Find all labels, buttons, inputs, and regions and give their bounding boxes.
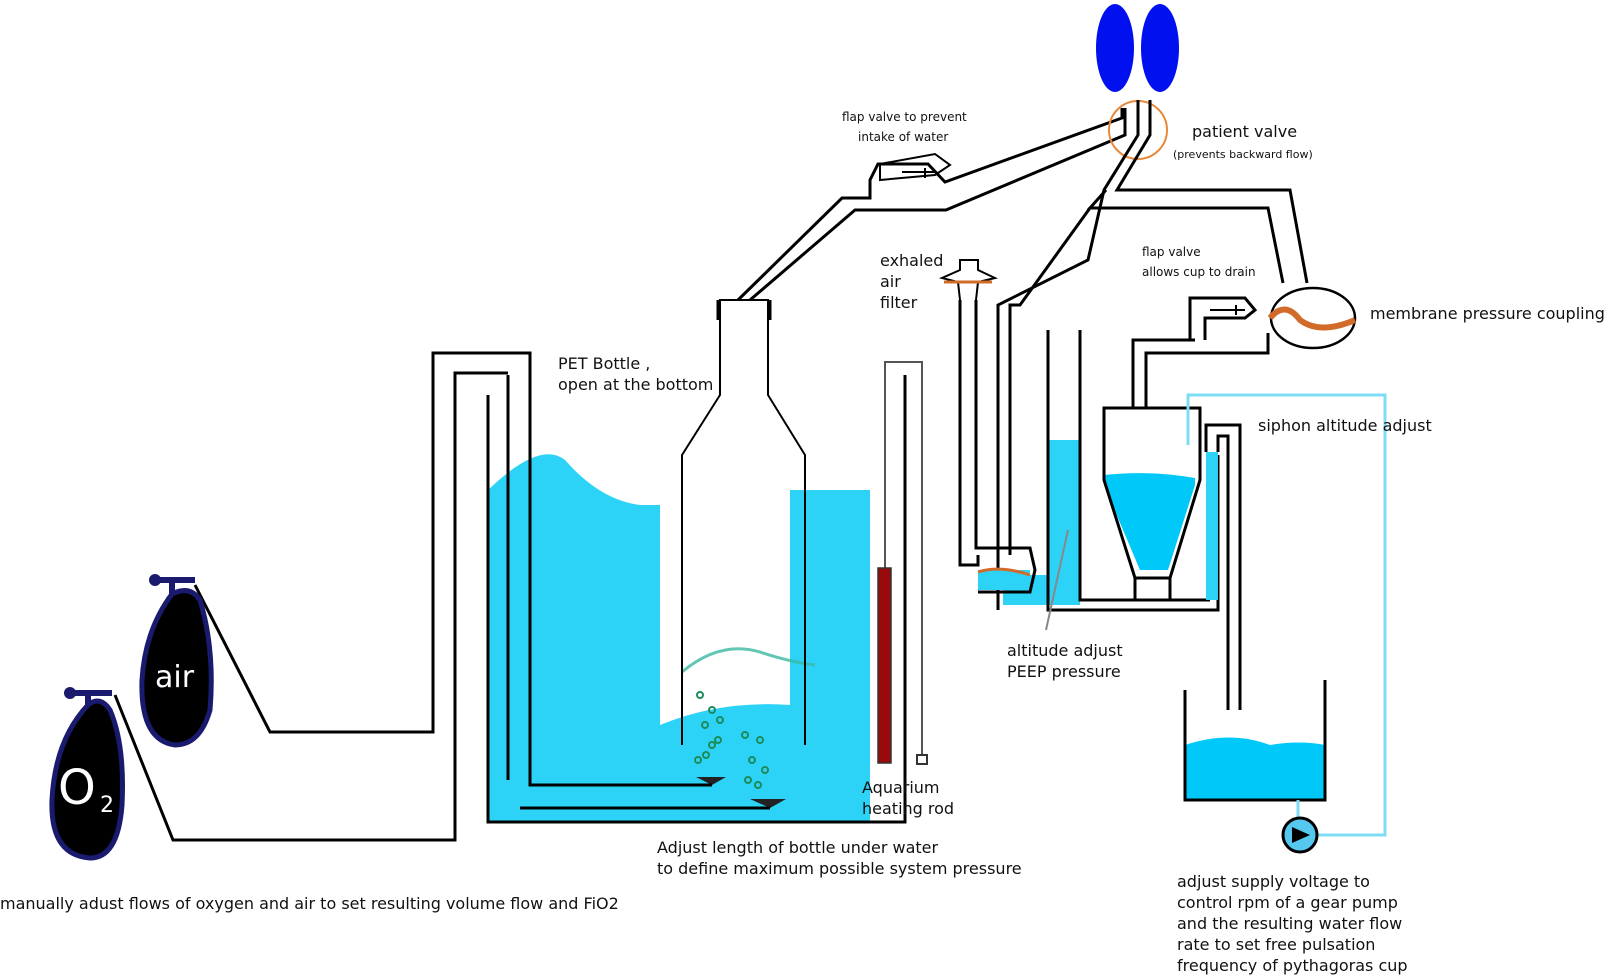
flap-top-label-2: intake of water bbox=[858, 130, 948, 144]
flap-valve-top-flap bbox=[902, 168, 935, 178]
exhaled-air-filter bbox=[938, 259, 1000, 567]
pet-bottle-label-1: PET Bottle , bbox=[558, 354, 650, 373]
o2-cylinder-symbol: O bbox=[58, 760, 96, 816]
peep-bowl bbox=[978, 546, 1037, 594]
bottle-outline bbox=[681, 299, 806, 745]
air-supply-line bbox=[193, 351, 712, 787]
expiratory-tube-outer bbox=[1086, 189, 1285, 284]
patient-valve bbox=[996, 100, 1309, 610]
cup-feed-pipe bbox=[1131, 333, 1270, 408]
siphon-water bbox=[1206, 452, 1218, 600]
air-cylinder-body bbox=[139, 588, 214, 748]
pump-label-3: and the resulting water flow bbox=[1177, 914, 1402, 933]
patient-valve-sublabel: (prevents backward flow) bbox=[1173, 148, 1313, 161]
heater-body bbox=[877, 567, 892, 764]
bottle-length-label-1: Adjust length of bottle under water bbox=[657, 838, 939, 857]
air-cylinder-valve bbox=[158, 577, 195, 594]
exhaled-label-3: filter bbox=[880, 293, 918, 312]
exhaled-filter-tube bbox=[958, 300, 1000, 567]
o2-cylinder-subscript: 2 bbox=[100, 793, 114, 818]
o2-cylinder-valve bbox=[74, 690, 112, 705]
heater-label-2: heating rod bbox=[862, 799, 954, 818]
bubbles bbox=[694, 691, 769, 789]
drain-bucket bbox=[1183, 680, 1327, 802]
o2-cylinder-body bbox=[49, 698, 125, 861]
pump-return-line bbox=[1186, 393, 1387, 837]
peep-label-1: altitude adjust bbox=[1007, 641, 1123, 660]
peep-bowl-water bbox=[978, 570, 1030, 590]
exhaled-label-2: air bbox=[880, 272, 901, 291]
expiratory-tube-inner bbox=[1008, 207, 1092, 555]
pump-label-4: rate to set free pulsation bbox=[1177, 935, 1375, 954]
pump-label-1: adjust supply voltage to bbox=[1177, 872, 1370, 891]
flap-top-label-1: flap valve to prevent bbox=[842, 110, 967, 124]
peep-bowl-membrane bbox=[977, 567, 1031, 577]
membrane-pressure-coupling bbox=[1267, 286, 1357, 350]
flap-right-label-2: allows cup to drain bbox=[1142, 265, 1256, 279]
air-cylinder: air bbox=[139, 574, 214, 748]
main-tank-water bbox=[488, 454, 870, 822]
cup-outlet bbox=[1133, 578, 1172, 600]
exhaled-filter-body bbox=[938, 259, 999, 301]
peep-pointer bbox=[1045, 529, 1069, 631]
cup-water bbox=[1104, 473, 1195, 570]
o2-cylinder-knob bbox=[64, 687, 76, 699]
bottle-length-label-2: to define maximum possible system pressu… bbox=[657, 859, 1022, 878]
flap-valve-right-body bbox=[1188, 296, 1258, 340]
bottle-inner-wave bbox=[681, 647, 816, 674]
pet-bottle-label-2: open at the bottom bbox=[558, 375, 713, 394]
flap-right-label-1: flap valve bbox=[1142, 245, 1201, 259]
patient-valve-pipes bbox=[996, 100, 1309, 610]
heater-plug bbox=[916, 754, 928, 765]
flap-valve-right bbox=[1188, 296, 1258, 340]
siphon-label: siphon altitude adjust bbox=[1258, 416, 1432, 435]
siphon bbox=[1204, 423, 1242, 710]
exhaled-label-1: exhaled bbox=[880, 251, 943, 270]
main-water-tank bbox=[486, 375, 907, 824]
aquarium-heating-rod bbox=[877, 361, 928, 765]
bottle-to-patient-tube-inner bbox=[736, 108, 1124, 302]
air-cylinder-label: air bbox=[155, 660, 195, 695]
membrane-housing bbox=[1269, 286, 1357, 350]
pump-label-2: control rpm of a gear pump bbox=[1177, 893, 1398, 912]
flap-valve-right-flap bbox=[1210, 305, 1245, 315]
left-lung bbox=[1096, 4, 1134, 92]
flap-valve-top bbox=[879, 152, 952, 182]
siphon-tube bbox=[1204, 423, 1242, 710]
heater-cable bbox=[884, 361, 923, 755]
membrane-label: membrane pressure coupling bbox=[1370, 304, 1605, 323]
pump-arrow bbox=[1292, 827, 1310, 843]
flow-note: manually adust flows of oxygen and air t… bbox=[0, 894, 619, 913]
patient-lungs bbox=[1096, 4, 1179, 92]
peep-label-2: PEEP pressure bbox=[1007, 662, 1121, 681]
patient-valve-label: patient valve bbox=[1192, 122, 1297, 141]
diffuser-1 bbox=[696, 777, 726, 785]
bucket-water bbox=[1185, 737, 1325, 800]
o2-cylinder: O 2 bbox=[49, 687, 125, 861]
pump-label-5: frequency of pythagoras cup bbox=[1177, 956, 1408, 975]
pet-bottle bbox=[681, 299, 816, 745]
air-cylinder-knob bbox=[149, 574, 161, 586]
gear-pump bbox=[1186, 393, 1387, 854]
bucket-walls bbox=[1183, 680, 1327, 802]
o2-supply-line bbox=[113, 371, 508, 842]
pythagoras-cup bbox=[1102, 333, 1270, 600]
right-lung bbox=[1141, 4, 1179, 92]
diffuser-2 bbox=[750, 799, 786, 808]
membrane bbox=[1267, 306, 1357, 331]
heater-label-1: Aquarium bbox=[862, 778, 940, 797]
bottle-to-patient-tube-outer bbox=[749, 108, 1127, 302]
